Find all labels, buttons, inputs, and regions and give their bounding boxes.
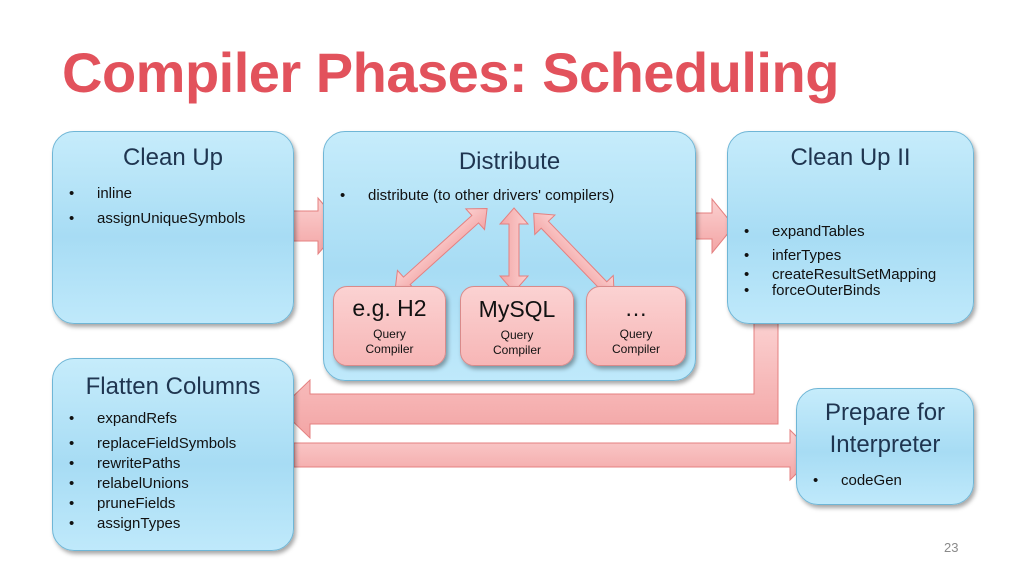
list-item: rewritePaths	[67, 454, 292, 474]
compiler-sub: Query Compiler	[492, 328, 541, 357]
flatten-columns-title: Flatten Columns	[85, 373, 261, 400]
compiler-box-h2: e.g. H2 Query Compiler	[333, 286, 446, 366]
arrow-distribute-to-cleanup2	[693, 197, 735, 255]
compiler-sub: Query Compiler	[365, 327, 414, 356]
list-item: assignTypes	[67, 514, 292, 534]
clean-up-title: Clean Up	[122, 144, 224, 171]
clean-up-box: Clean Up inline assignUniqueSymbols	[52, 131, 294, 324]
list-item: forceOuterBinds	[742, 283, 967, 300]
list-item: assignUniqueSymbols	[67, 209, 292, 229]
distribute-list: distribute (to other drivers' compilers)	[338, 186, 688, 206]
flatten-columns-list: expandRefs replaceFieldSymbols rewritePa…	[67, 409, 292, 534]
list-item: distribute (to other drivers' compilers)	[338, 186, 688, 206]
list-item: inline	[67, 184, 292, 204]
clean-up-list: inline assignUniqueSymbols	[67, 184, 292, 229]
clean-up-2-list: expandTables inferTypes createResultSetM…	[742, 222, 967, 299]
compiler-name: …	[624, 295, 648, 321]
list-item: relabelUnions	[67, 474, 292, 494]
compiler-box-mysql: MySQL Query Compiler	[460, 286, 574, 366]
compiler-name: MySQL	[478, 296, 556, 322]
compiler-sub: Query Compiler	[611, 327, 660, 356]
distribute-title: Distribute	[458, 148, 561, 175]
prepare-interpreter-list: codeGen	[811, 471, 971, 491]
list-item: replaceFieldSymbols	[67, 434, 292, 454]
prepare-interpreter-box: Prepare for Interpreter codeGen	[796, 388, 974, 505]
list-item: expandRefs	[67, 409, 292, 429]
arrow-cleanup2-to-flatten	[279, 321, 779, 440]
distribute-arrow-mysql	[498, 207, 530, 293]
clean-up-2-box: Clean Up II expandTables inferTypes crea…	[727, 131, 974, 324]
clean-up-2-title: Clean Up II	[790, 144, 911, 171]
list-item: expandTables	[742, 222, 967, 242]
page-number: 23	[944, 540, 959, 555]
prepare-interpreter-title: Prepare for Interpreter	[824, 399, 946, 458]
compiler-box-other: … Query Compiler	[586, 286, 686, 366]
list-item: createResultSetMapping	[742, 266, 967, 283]
list-item: codeGen	[811, 471, 971, 491]
list-item: inferTypes	[742, 246, 967, 266]
flatten-columns-box: Flatten Columns expandRefs replaceFieldS…	[52, 358, 294, 551]
compiler-name: e.g. H2	[352, 295, 427, 321]
list-item: pruneFields	[67, 494, 292, 514]
slide-title: Compiler Phases: Scheduling	[62, 41, 839, 104]
